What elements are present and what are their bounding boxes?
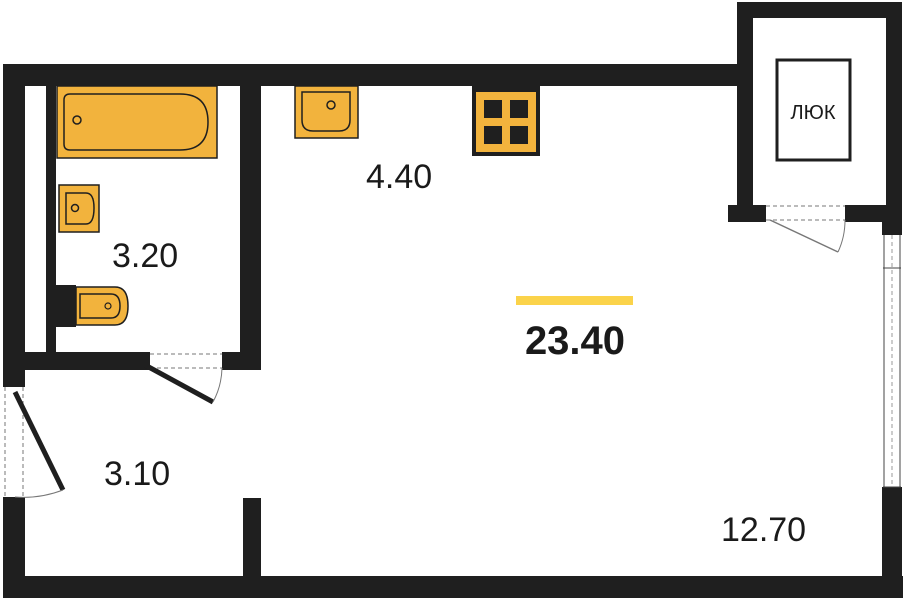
wall-hall-stub: [243, 498, 261, 588]
wall-bath-right: [240, 64, 261, 370]
wall-niche-top: [737, 2, 902, 18]
hatch-box: [775, 58, 852, 162]
niche-door: [766, 205, 846, 253]
wall-niche-bottom-left: [728, 205, 766, 222]
wall-bottom: [3, 576, 903, 598]
hallway-area-label: 3.10: [104, 455, 170, 493]
wall-left-lower: [3, 497, 25, 597]
kitchen-area-label: 4.40: [366, 158, 432, 196]
wall-bath-bottom-right: [222, 352, 261, 370]
stove: [472, 86, 540, 156]
toilet: [56, 285, 129, 327]
wall-top: [3, 64, 739, 86]
wall-niche-bottom-right: [845, 205, 902, 222]
living-area-label: 12.70: [721, 511, 806, 549]
wall-left-upper: [3, 64, 25, 387]
wall-niche-left: [737, 2, 753, 222]
bathroom-door: [143, 353, 223, 405]
window-right: [883, 235, 901, 488]
hatch-label: ЛЮК: [791, 102, 836, 124]
total-area-label: 23.40: [525, 319, 625, 363]
wall-bath-bottom-left: [3, 352, 150, 370]
bathroom-area-label: 3.20: [112, 237, 178, 275]
kitchen-sink: [294, 85, 359, 139]
entrance-door: [3, 387, 66, 498]
bathtub: [56, 85, 218, 159]
walls: [3, 2, 903, 598]
total-area-accent-bar: [516, 296, 633, 305]
wall-niche-right: [886, 2, 902, 235]
bathroom-sink: [58, 184, 100, 233]
wall-bath-inner-left: [46, 64, 56, 360]
wall-right-lower: [882, 487, 902, 598]
